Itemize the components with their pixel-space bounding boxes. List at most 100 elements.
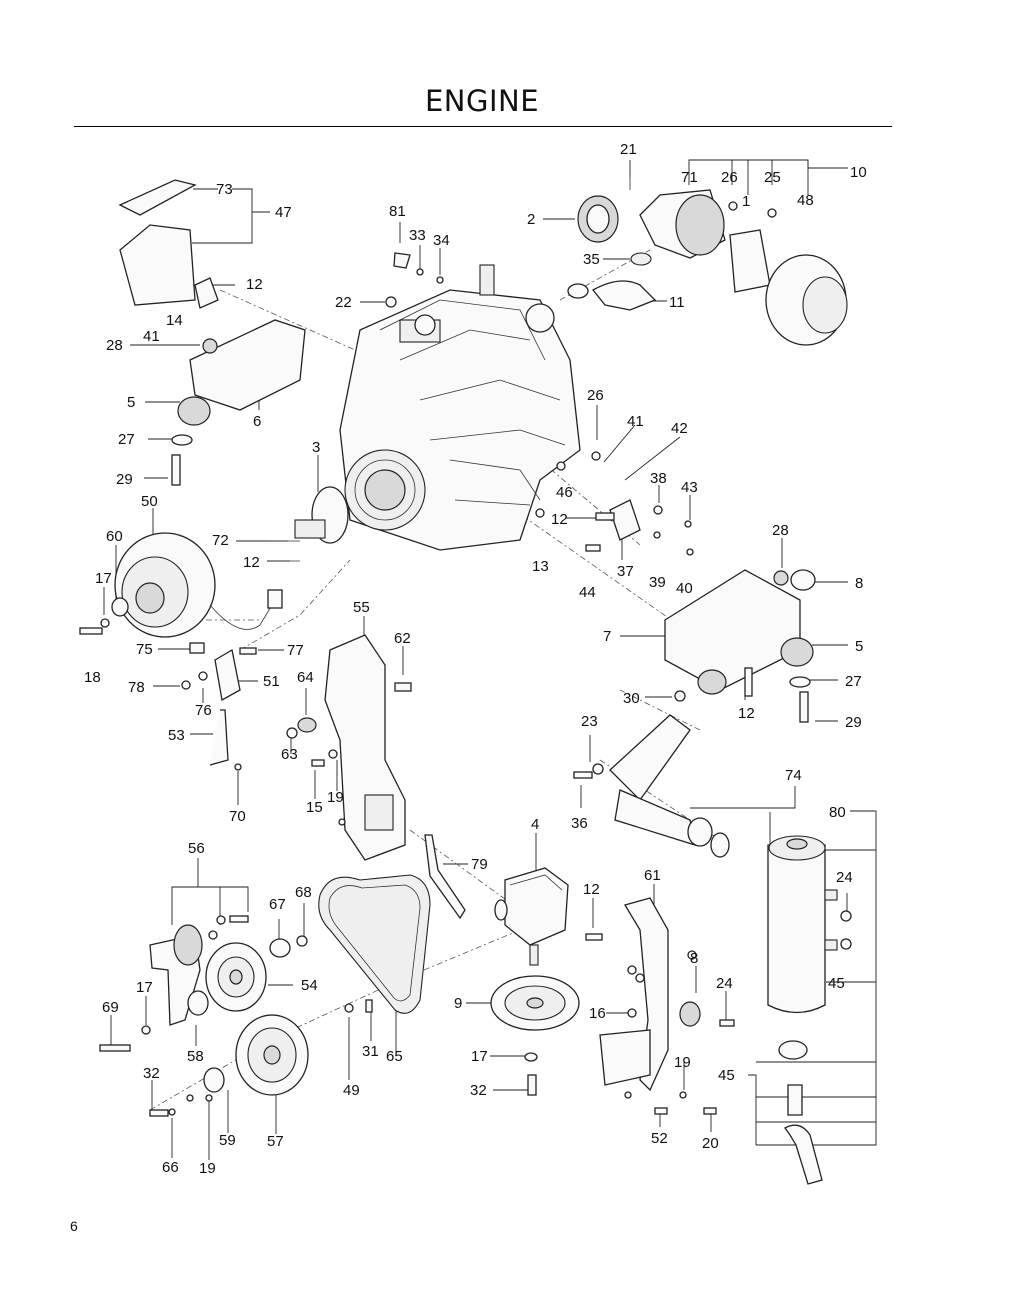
callout-label: 37 [617,563,634,580]
callout-label: 78 [128,679,145,696]
callout-label: 27 [845,673,862,690]
muffler [767,835,852,1185]
callout-label: 8 [690,950,698,967]
callout-label: 61 [644,867,661,884]
callout-label: 35 [583,251,600,268]
callout-label: 31 [362,1043,379,1060]
callout-label: 71 [681,169,698,186]
pump-bracket [599,897,735,1115]
callout-label: 12 [243,554,260,571]
callout-label: 27 [118,431,135,448]
page-title: ENGINE [424,84,540,118]
exhaust-pipe [573,690,730,858]
callout-label: 46 [556,484,573,501]
callout-label: 12 [738,705,755,722]
small-bracket-hardware [385,252,694,556]
callout-label: 28 [772,522,789,539]
callout-label: 45 [718,1067,735,1084]
callout-label: 65 [386,1048,403,1065]
hydraulic-hose [424,834,466,920]
callout-label: 47 [275,204,292,221]
callout-label: 25 [764,169,781,186]
callout-label: 60 [106,528,123,545]
callout-label: 29 [845,714,862,731]
callout-label: 14 [166,312,183,329]
callout-label: 12 [551,511,568,528]
callout-label: 26 [721,169,738,186]
callout-label: 34 [433,232,450,249]
callout-label: 43 [681,479,698,496]
callout-label: 67 [269,896,286,913]
callout-label: 30 [623,690,640,707]
callout-label: 59 [219,1132,236,1149]
engine-block [339,264,581,551]
engine-mount-left [171,319,306,486]
callout-label: 79 [471,856,488,873]
callout-label: 77 [287,642,304,659]
clutch-strap [181,648,242,771]
leader-lines [103,159,877,1160]
callout-label: 29 [116,471,133,488]
callout-label: 16 [589,1005,606,1022]
callout-label: 55 [353,599,370,616]
callout-label: 45 [828,975,845,992]
callout-label: 62 [394,630,411,647]
callout-label: 13 [532,558,549,575]
callout-label: 69 [102,999,119,1016]
heat-shield [118,179,219,309]
callout-label: 42 [671,420,688,437]
callout-label: 24 [716,975,733,992]
callout-label: 17 [95,570,112,587]
callout-label: 17 [471,1048,488,1065]
callout-labels: 21 71 26 25 10 1 48 2 35 11 73 47 81 33 … [84,141,867,1177]
callout-label: 41 [627,413,644,430]
callout-label: 26 [587,387,604,404]
callout-label: 21 [620,141,637,158]
flywheel-adapter [270,486,349,562]
callout-label: 57 [267,1133,284,1150]
callout-label: 28 [106,337,123,354]
callout-label: 41 [143,328,160,345]
gearbox [494,867,603,966]
callout-label: 22 [335,294,352,311]
callout-label: 75 [136,641,153,658]
callout-label: 3 [312,439,320,456]
callout-label: 19 [327,789,344,806]
callout-label: 23 [581,713,598,730]
callout-label: 19 [674,1054,691,1071]
callout-label: 32 [143,1065,160,1082]
page-number: 6 [70,1218,78,1234]
callout-label: 5 [127,394,135,411]
callout-label: 2 [527,211,535,228]
callout-label: 76 [195,702,212,719]
callout-label: 52 [651,1130,668,1147]
callout-label: 38 [650,470,667,487]
callout-label: 7 [603,628,611,645]
callout-label: 56 [188,840,205,857]
callout-label: 73 [216,181,233,198]
callout-label: 70 [229,808,246,825]
idler-assembly [99,915,308,1052]
callout-label: 54 [301,977,318,994]
callout-label: 6 [253,413,261,430]
callout-label: 10 [850,164,867,181]
callout-label: 58 [187,1048,204,1065]
callout-label: 12 [246,276,263,293]
callout-label: 18 [84,669,101,686]
callout-label: 11 [669,294,685,311]
mounting-plate [286,634,412,861]
electric-clutch [79,532,283,655]
callout-label: 50 [141,493,158,510]
callout-label: 48 [797,192,814,209]
drive-belt [318,874,431,1014]
callout-label: 53 [168,727,185,744]
callout-label: 74 [785,767,802,784]
callout-label: 5 [855,638,863,655]
callout-label: 20 [702,1135,719,1152]
air-cleaner [567,178,848,346]
callout-label: 17 [136,979,153,996]
callout-label: 66 [162,1159,179,1176]
callout-label: 19 [199,1160,216,1177]
callout-label: 63 [281,746,298,763]
engine-pulley [149,1014,309,1117]
